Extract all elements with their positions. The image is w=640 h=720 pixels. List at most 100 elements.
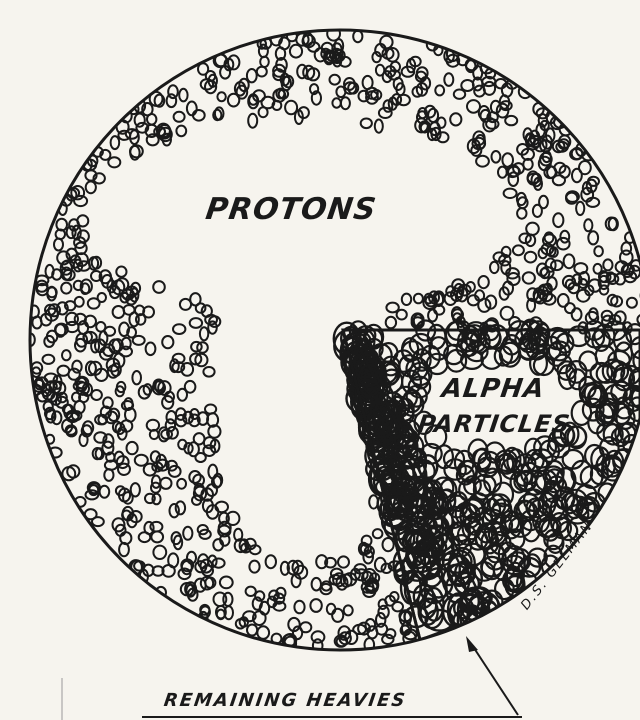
proton-particle [96,322,105,332]
proton-particle [177,479,186,489]
proton-particle [127,442,138,454]
proton-particle [190,318,202,328]
proton-particle [108,157,120,167]
proton-particle [478,276,488,288]
proton-particle [86,181,96,193]
proton-particle [257,626,269,639]
proton-particle [509,172,519,186]
proton-particle [454,90,465,99]
proton-particle [176,501,185,514]
proton-particle [179,89,187,102]
proton-particle [162,336,173,348]
proton-particle [249,561,259,573]
proton-particle [290,45,302,58]
proton-particle [132,371,141,384]
proton-particle [248,114,257,128]
proton-particle [572,308,582,320]
proton-particle [185,381,196,393]
proton-particle [523,272,535,283]
proton-particle [353,31,362,43]
proton-particle [167,94,177,107]
proton-particle [386,317,396,328]
proton-particle [461,80,473,91]
proton-particle [131,483,140,496]
proton-particle [505,116,517,125]
proton-particle [375,120,383,133]
proton-particle [492,151,501,163]
proton-particle [260,57,269,67]
proton-particle [91,390,102,400]
proton-particle [361,119,372,129]
proton-particle [584,219,592,231]
proton-particle [383,538,394,551]
proton-particle [72,361,81,373]
proton-particle [135,114,145,127]
proton-particle [168,85,178,98]
proton-particle [61,283,71,294]
proton-particle [603,259,612,270]
proton-particle [203,367,214,377]
proton-particle [513,245,524,255]
proton-particle [576,202,584,215]
proton-particle [111,136,120,149]
proton-particle [517,208,526,219]
pointer-line [472,645,518,715]
alpha-label: ALPHA [440,374,547,404]
proton-particle [62,467,75,480]
proton-particle [119,543,129,556]
proton-particle [627,298,637,308]
proton-particle [392,602,403,611]
proton-particle [363,76,373,89]
proton-particle [173,324,185,334]
proton-particle [574,263,587,274]
proton-particle [174,536,182,550]
proton-particle [217,92,225,101]
proton-particle [203,445,215,456]
proton-particle [622,242,632,254]
proton-particle [551,261,563,271]
proton-particle [297,65,307,78]
proton-particle [54,239,63,251]
proton-particle [266,555,276,568]
proton-particle [170,504,179,517]
proton-particle [525,252,537,263]
proton-particle [187,102,197,116]
proton-particle [198,63,208,75]
particles-label: PARTICLES [416,410,572,438]
proton-particle [146,343,156,356]
proton-particle [564,254,575,268]
proton-particle [444,73,453,86]
protons-label: PROTONS [204,192,379,227]
proton-particle [133,336,145,345]
proton-particle [428,310,437,322]
proton-particle [414,294,423,304]
proton-particle [214,593,227,607]
proton-particle [558,294,569,307]
proton-particle [100,486,110,498]
proton-particle [190,293,200,305]
proton-particle [332,98,340,107]
proton-particle [104,469,113,481]
proton-particle [62,350,71,360]
proton-particle [151,531,163,542]
proton-particle [594,246,603,256]
proton-particle [183,527,192,540]
proton-particle [332,609,343,622]
proton-particle [490,262,499,273]
proton-particle [338,556,349,567]
proton-particle [382,635,393,644]
proton-particle [174,112,185,122]
proton-particle [380,36,392,49]
proton-particle [99,331,107,345]
proton-particle [504,189,517,198]
proton-particle [116,267,126,277]
proton-particle [135,455,148,466]
proton-particle [259,45,268,58]
proton-particle [402,294,411,305]
proton-particle [376,624,387,635]
proton-particle [373,529,383,538]
proton-particle [208,465,217,479]
proton-particle [450,113,461,125]
proton-particle [594,264,602,274]
